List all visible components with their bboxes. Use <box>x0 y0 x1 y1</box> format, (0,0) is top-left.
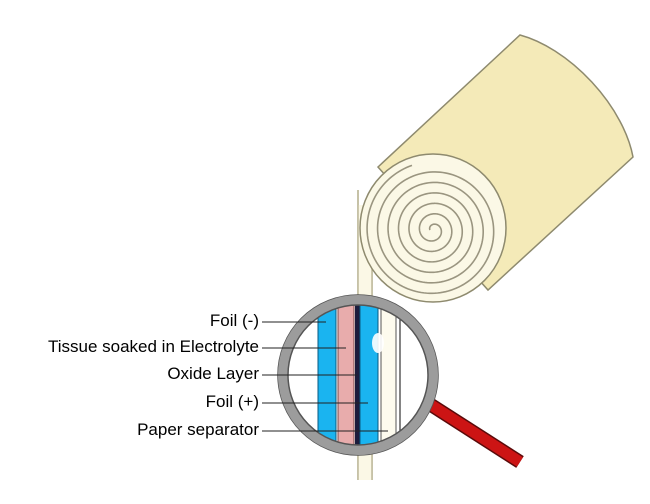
layer-foil-positive <box>359 305 379 445</box>
magnifier-handle <box>425 398 523 467</box>
layer-paper <box>380 305 397 445</box>
label-oxide: Oxide Layer <box>167 364 259 383</box>
label-foil-negative: Foil (-) <box>209 311 259 330</box>
label-foil-positive: Foil (+) <box>205 392 259 411</box>
label-paper: Paper separator <box>137 420 259 439</box>
label-tissue: Tissue soaked in Electrolyte <box>47 337 259 356</box>
roll-spiral <box>366 164 495 295</box>
lens-reflection <box>372 333 384 353</box>
layer-oxide <box>355 305 360 445</box>
roll-end-face <box>359 153 507 303</box>
